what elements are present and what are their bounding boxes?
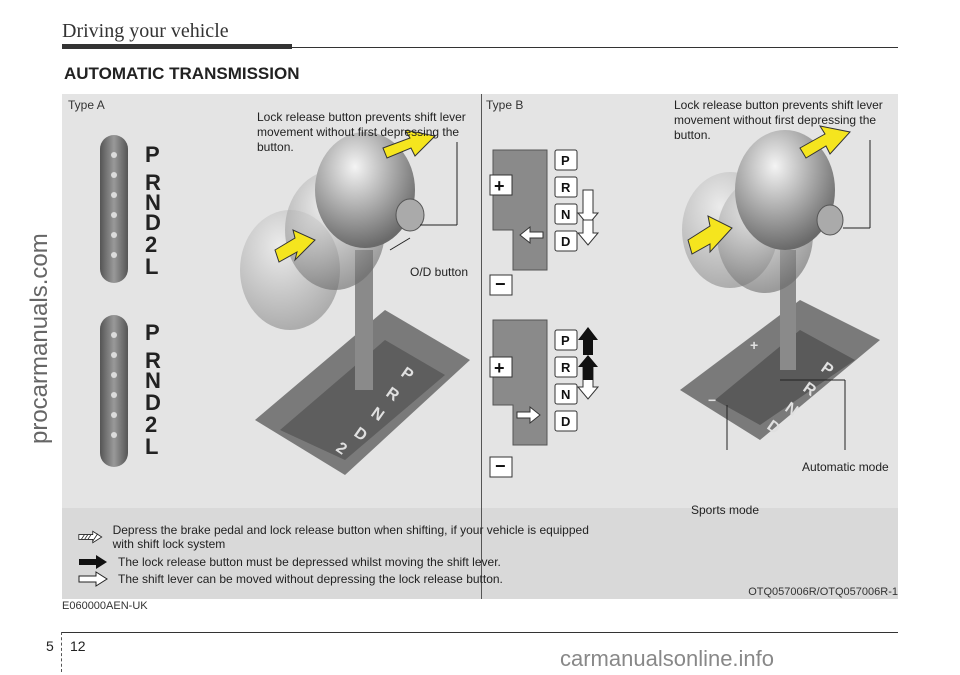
header-rule-thick (62, 44, 292, 49)
gate-b2-p: P (561, 333, 570, 348)
bottom-watermark: carmanualsonline.info (560, 646, 775, 671)
svg-text:+: + (750, 337, 758, 353)
gate-a1-p: P (145, 142, 160, 167)
legend-text-solid: The lock release button must be depresse… (118, 555, 501, 569)
legend-item-outline: The shift lever can be moved without dep… (78, 570, 598, 588)
legend-panel (62, 508, 898, 599)
type-a-shifter-illustration: P R N D 2 (240, 130, 470, 475)
gate-b1-p: P (561, 153, 570, 168)
svg-text:+: + (494, 176, 505, 196)
type-a-gate-diagram: P R N D 2 L P R N D 2 L (100, 135, 161, 467)
gate-a2-2: 2 (145, 412, 157, 437)
gate-a1-2: 2 (145, 232, 157, 257)
solid-arrow-icon (79, 555, 107, 569)
gate-a2-d: D (145, 390, 161, 415)
sports-mode-label: Sports mode (691, 503, 760, 517)
page-number: 12 (70, 638, 86, 654)
gate-a1-d: D (145, 210, 161, 235)
gate-b1-r: R (561, 180, 571, 195)
footer-divider (61, 632, 63, 672)
hatched-arrow-icon (78, 530, 103, 544)
legend-text-hatched: Depress the brake pedal and lock release… (112, 523, 589, 551)
gate-b1-d: D (561, 234, 570, 249)
type-a-callout: Lock release button prevents shift lever… (257, 110, 466, 154)
svg-text:−: − (495, 274, 506, 294)
side-watermark: procarmanuals.com (26, 233, 53, 444)
gate-a1-r: R (145, 170, 161, 195)
svg-text:−: − (708, 392, 716, 408)
gate-b1-n: N (561, 207, 570, 222)
type-b-label: Type B (486, 98, 524, 112)
figure-code: OTQ057006R/OTQ057006R-1 (748, 586, 898, 598)
figure-divider (481, 94, 482, 599)
gate-a1-l: L (145, 254, 158, 279)
gate-a2-n: N (145, 368, 161, 393)
type-b-gate-diagram: + − + − P R N D P R N D (489, 149, 600, 478)
legend-item-solid: The lock release button must be depresse… (78, 553, 598, 571)
gate-a2-l: L (145, 434, 158, 459)
section-code: E060000AEN-UK (62, 600, 148, 612)
automatic-mode-label: Automatic mode (802, 460, 889, 474)
gate-b2-d: D (561, 414, 570, 429)
legend-text-outline: The shift lever can be moved without dep… (118, 572, 503, 586)
gate-a1-n: N (145, 190, 161, 215)
svg-text:−: − (495, 456, 506, 476)
gate-b2-n: N (561, 387, 570, 402)
section-title: AUTOMATIC TRANSMISSION (64, 64, 300, 83)
header-rule-thin (292, 47, 898, 48)
header-title: Driving your vehicle (62, 20, 229, 42)
page-section: 5 (46, 638, 54, 654)
gate-a2-r: R (145, 348, 161, 373)
svg-text:+: + (494, 358, 505, 378)
od-button-label: O/D button (410, 265, 469, 279)
type-b-shifter-illustration: P R N D + − (680, 125, 880, 450)
gate-b2-r: R (561, 360, 571, 375)
type-a-label: Type A (68, 98, 105, 112)
footer-rule (62, 632, 898, 633)
legend-item-hatched: Depress the brake pedal and lock release… (78, 523, 598, 551)
outline-arrow-icon (78, 571, 108, 587)
type-b-callout: Lock release button prevents shift lever… (674, 98, 883, 142)
gate-a2-p: P (145, 320, 160, 345)
